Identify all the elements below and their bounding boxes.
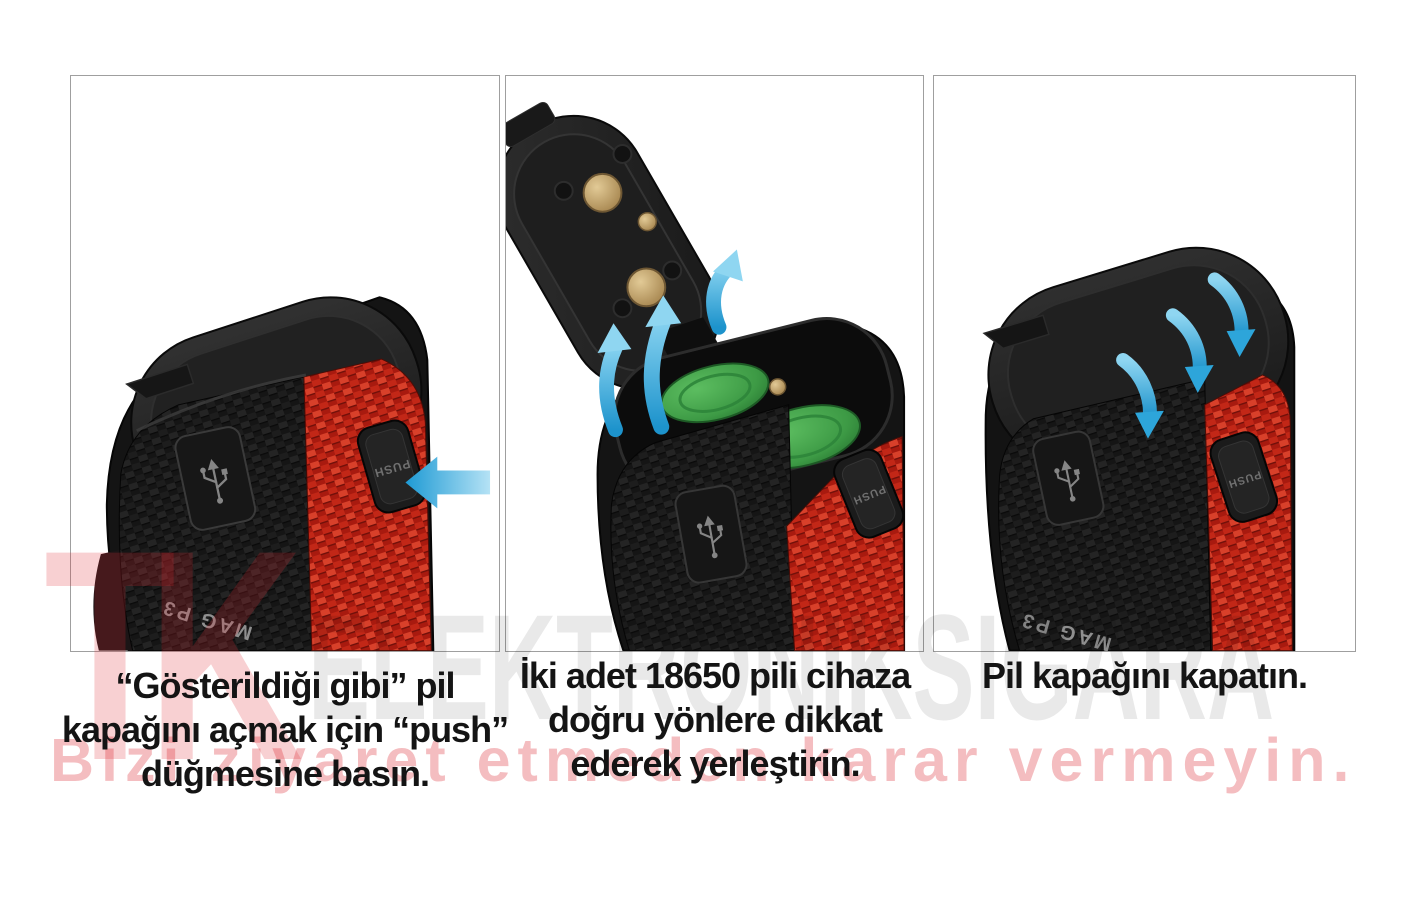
gold-contact-small — [637, 211, 658, 232]
close-direction-arrows — [1116, 272, 1256, 439]
cover-hinge — [655, 317, 719, 365]
mod-device: PUSH MAG P3 — [93, 296, 491, 651]
usb-port-plate — [674, 484, 748, 584]
caption-line: kapağını açmak için “push” — [61, 709, 509, 750]
instruction-panel-step2: PUSH — [505, 75, 924, 652]
caption-line: İki adet 18650 pili cihaza — [519, 655, 911, 696]
instruction-panel-step1: PUSH MAG P3 — [70, 75, 500, 652]
usb-icon — [200, 459, 228, 504]
contact-screw — [612, 298, 633, 319]
usb-icon — [696, 515, 724, 559]
mod-device: PUSH MAG P3 — [982, 246, 1296, 651]
step2-caption: İki adet 18650 pili cihaza doğru yönlere… — [490, 654, 940, 786]
bay-center-contact — [768, 378, 787, 396]
contact-screw — [612, 144, 633, 164]
contact-screw — [553, 180, 574, 201]
caption-line: Pil kapağını kapatın. — [981, 655, 1308, 696]
open-direction-arrows — [597, 249, 743, 438]
usb-port-plate — [1032, 430, 1105, 526]
caption-line: düğmesine basın. — [140, 753, 430, 794]
step1-caption: “Gösterildiği gibi” pil kapağını açmak i… — [40, 664, 530, 796]
device-illustration-closing: PUSH MAG P3 — [982, 246, 1296, 651]
device-illustration-open: PUSH — [506, 101, 906, 651]
top-rim-highlight — [136, 373, 307, 433]
usb-port-plate — [174, 426, 257, 531]
step3-caption: Pil kapağını kapatın. — [923, 654, 1366, 698]
gold-contact — [626, 267, 667, 308]
battery-1 — [660, 362, 770, 424]
usb-icon — [1054, 460, 1080, 502]
device-illustration-closed: PUSH MAG P3 — [93, 296, 491, 651]
push-direction-arrow — [405, 456, 491, 509]
gold-contact — [582, 172, 623, 213]
mod-device-open: PUSH — [506, 101, 906, 651]
instruction-panel-step3: PUSH MAG P3 — [933, 75, 1356, 652]
caption-line: “Gösterildiği gibi” pil — [115, 665, 455, 706]
caption-line: doğru yönlere dikkat — [547, 699, 883, 740]
push-button-latch: PUSH — [356, 419, 427, 514]
cover-contacts — [553, 144, 683, 319]
caption-line: ederek yerleştirin. — [570, 743, 860, 784]
push-button-latch: PUSH — [1209, 431, 1279, 523]
push-button-latch: PUSH — [833, 448, 905, 539]
contact-screw — [662, 260, 683, 281]
